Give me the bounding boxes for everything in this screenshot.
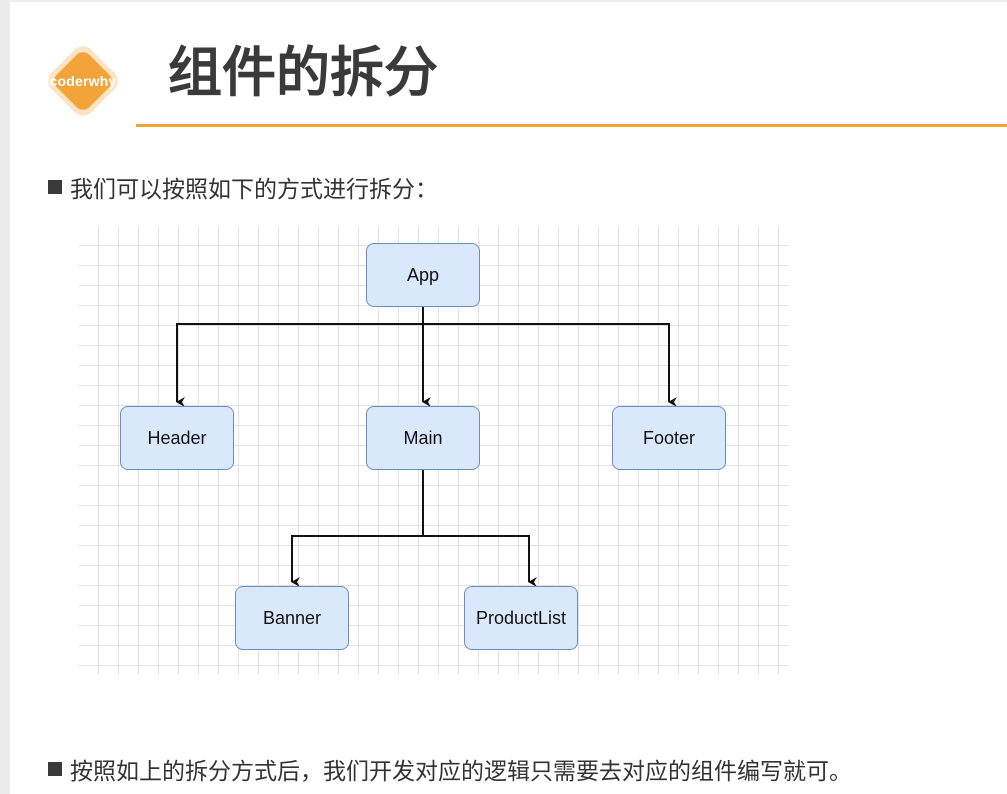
node-app: App xyxy=(366,243,480,307)
bullet-intro-text: 我们可以按照如下的方式进行拆分： xyxy=(70,177,438,203)
edge-main-productlist xyxy=(423,535,537,587)
node-banner: Banner xyxy=(235,586,349,650)
edge-app-header xyxy=(176,307,424,407)
component-tree-diagram: App Header Main Footer Banner ProductLis… xyxy=(79,226,789,674)
bullet-square-icon xyxy=(48,762,62,776)
page-title: 组件的拆分 xyxy=(168,41,438,104)
bullet-conclusion-text: 按照如上的拆分方式后，我们开发对应的逻辑只需要去对应的组件编写就可。 xyxy=(70,759,852,785)
logo-diamond-icon xyxy=(48,46,118,116)
bullet-conclusion: 按照如上的拆分方式后，我们开发对应的逻辑只需要去对应的组件编写就可。 xyxy=(48,752,852,786)
node-main: Main xyxy=(366,406,480,470)
edge-app-footer xyxy=(423,323,677,407)
bullet-square-icon xyxy=(48,180,62,194)
title-underline xyxy=(136,124,1007,127)
node-productlist: ProductList xyxy=(464,586,578,650)
node-footer: Footer xyxy=(612,406,726,470)
bullet-intro: 我们可以按照如下的方式进行拆分： xyxy=(48,170,438,204)
node-header: Header xyxy=(120,406,234,470)
diagram-edges xyxy=(176,307,677,587)
edge-main-banner xyxy=(291,470,424,587)
logo-text: coderwhy xyxy=(49,73,117,89)
coderwhy-logo: coderwhy xyxy=(40,38,126,124)
